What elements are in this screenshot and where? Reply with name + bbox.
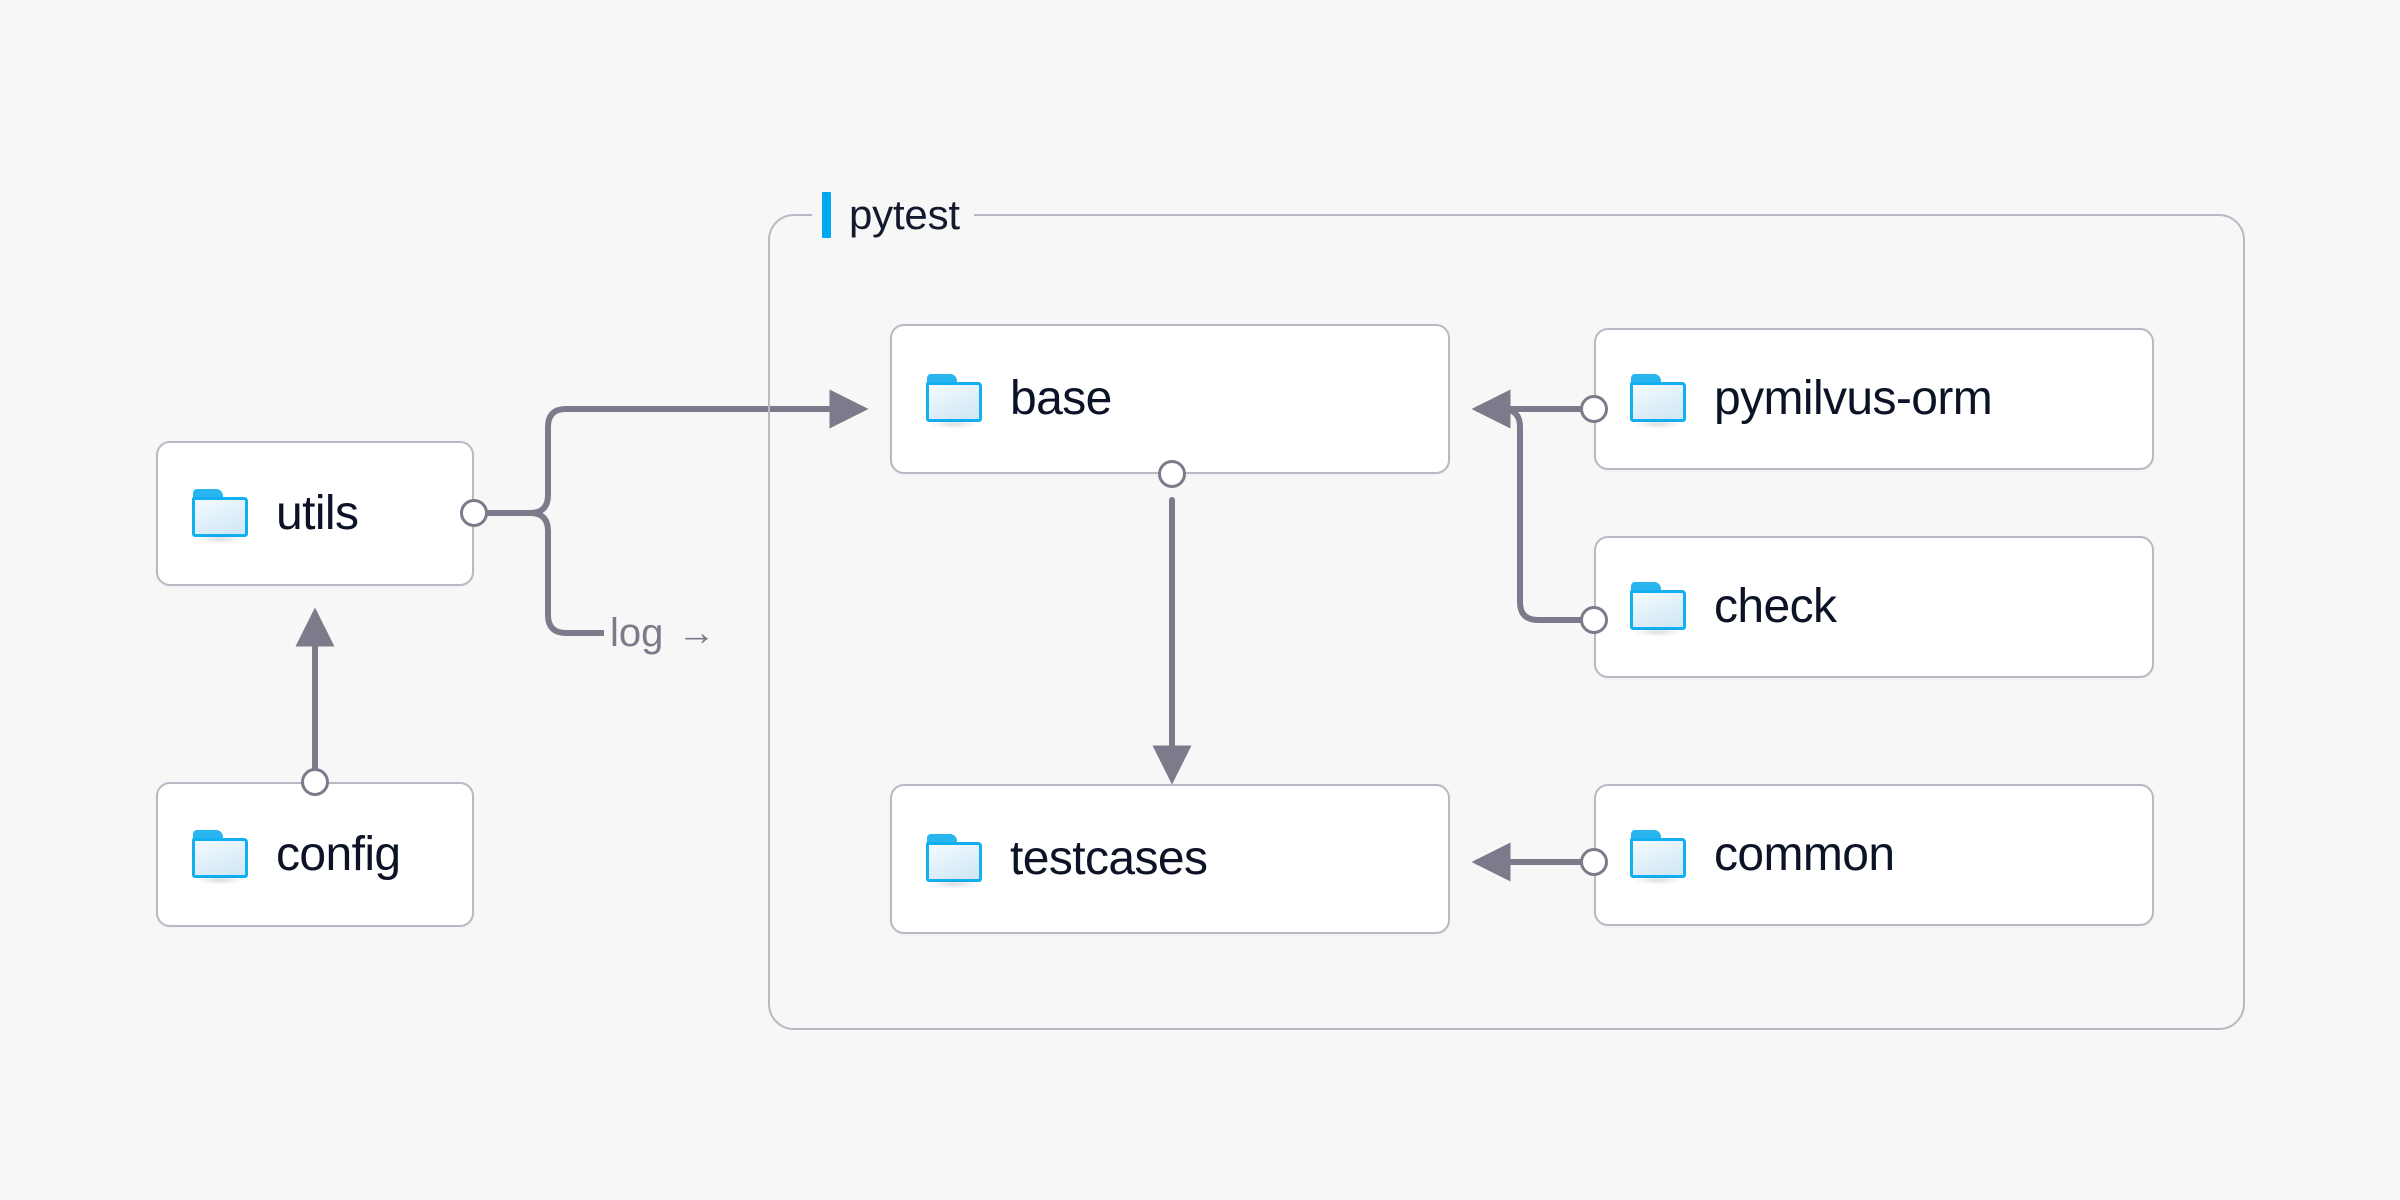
arrow-right-icon: →: [677, 612, 716, 654]
folder-icon: [192, 488, 250, 543]
port-check-left[interactable]: [1580, 606, 1608, 634]
node-config[interactable]: config: [156, 782, 474, 927]
node-check[interactable]: check: [1594, 536, 2154, 678]
folder-icon: [926, 374, 984, 428]
folder-icon: [1630, 582, 1688, 636]
edge-label-log-text: log: [610, 611, 664, 655]
edge-label-log: log →: [604, 611, 722, 655]
folder-icon: [1630, 830, 1688, 884]
port-base-bottom[interactable]: [1158, 460, 1186, 488]
node-utils[interactable]: utils: [156, 441, 474, 586]
node-base[interactable]: base: [890, 324, 1450, 474]
folder-icon: [926, 834, 984, 888]
node-base-label: base: [1010, 372, 1112, 425]
node-check-label: check: [1714, 580, 1837, 633]
folder-icon: [192, 829, 250, 884]
node-testcases-label: testcases: [1010, 832, 1208, 885]
group-accent-bar: [822, 192, 831, 238]
group-pytest[interactable]: [768, 214, 2245, 1030]
port-utils-right[interactable]: [460, 499, 488, 527]
group-pytest-label: pytest: [812, 188, 974, 242]
folder-icon: [1630, 374, 1688, 428]
node-testcases[interactable]: testcases: [890, 784, 1450, 934]
node-utils-label: utils: [276, 486, 359, 540]
port-config-top[interactable]: [301, 768, 329, 796]
node-common[interactable]: common: [1594, 784, 2154, 926]
port-pymilvus-orm-left[interactable]: [1580, 395, 1608, 423]
port-common-left[interactable]: [1580, 848, 1608, 876]
node-common-label: common: [1714, 828, 1895, 881]
node-pymilvus-orm[interactable]: pymilvus-orm: [1594, 328, 2154, 470]
node-config-label: config: [276, 827, 401, 881]
group-title: pytest: [849, 191, 960, 238]
node-pymilvus-orm-label: pymilvus-orm: [1714, 372, 1993, 425]
